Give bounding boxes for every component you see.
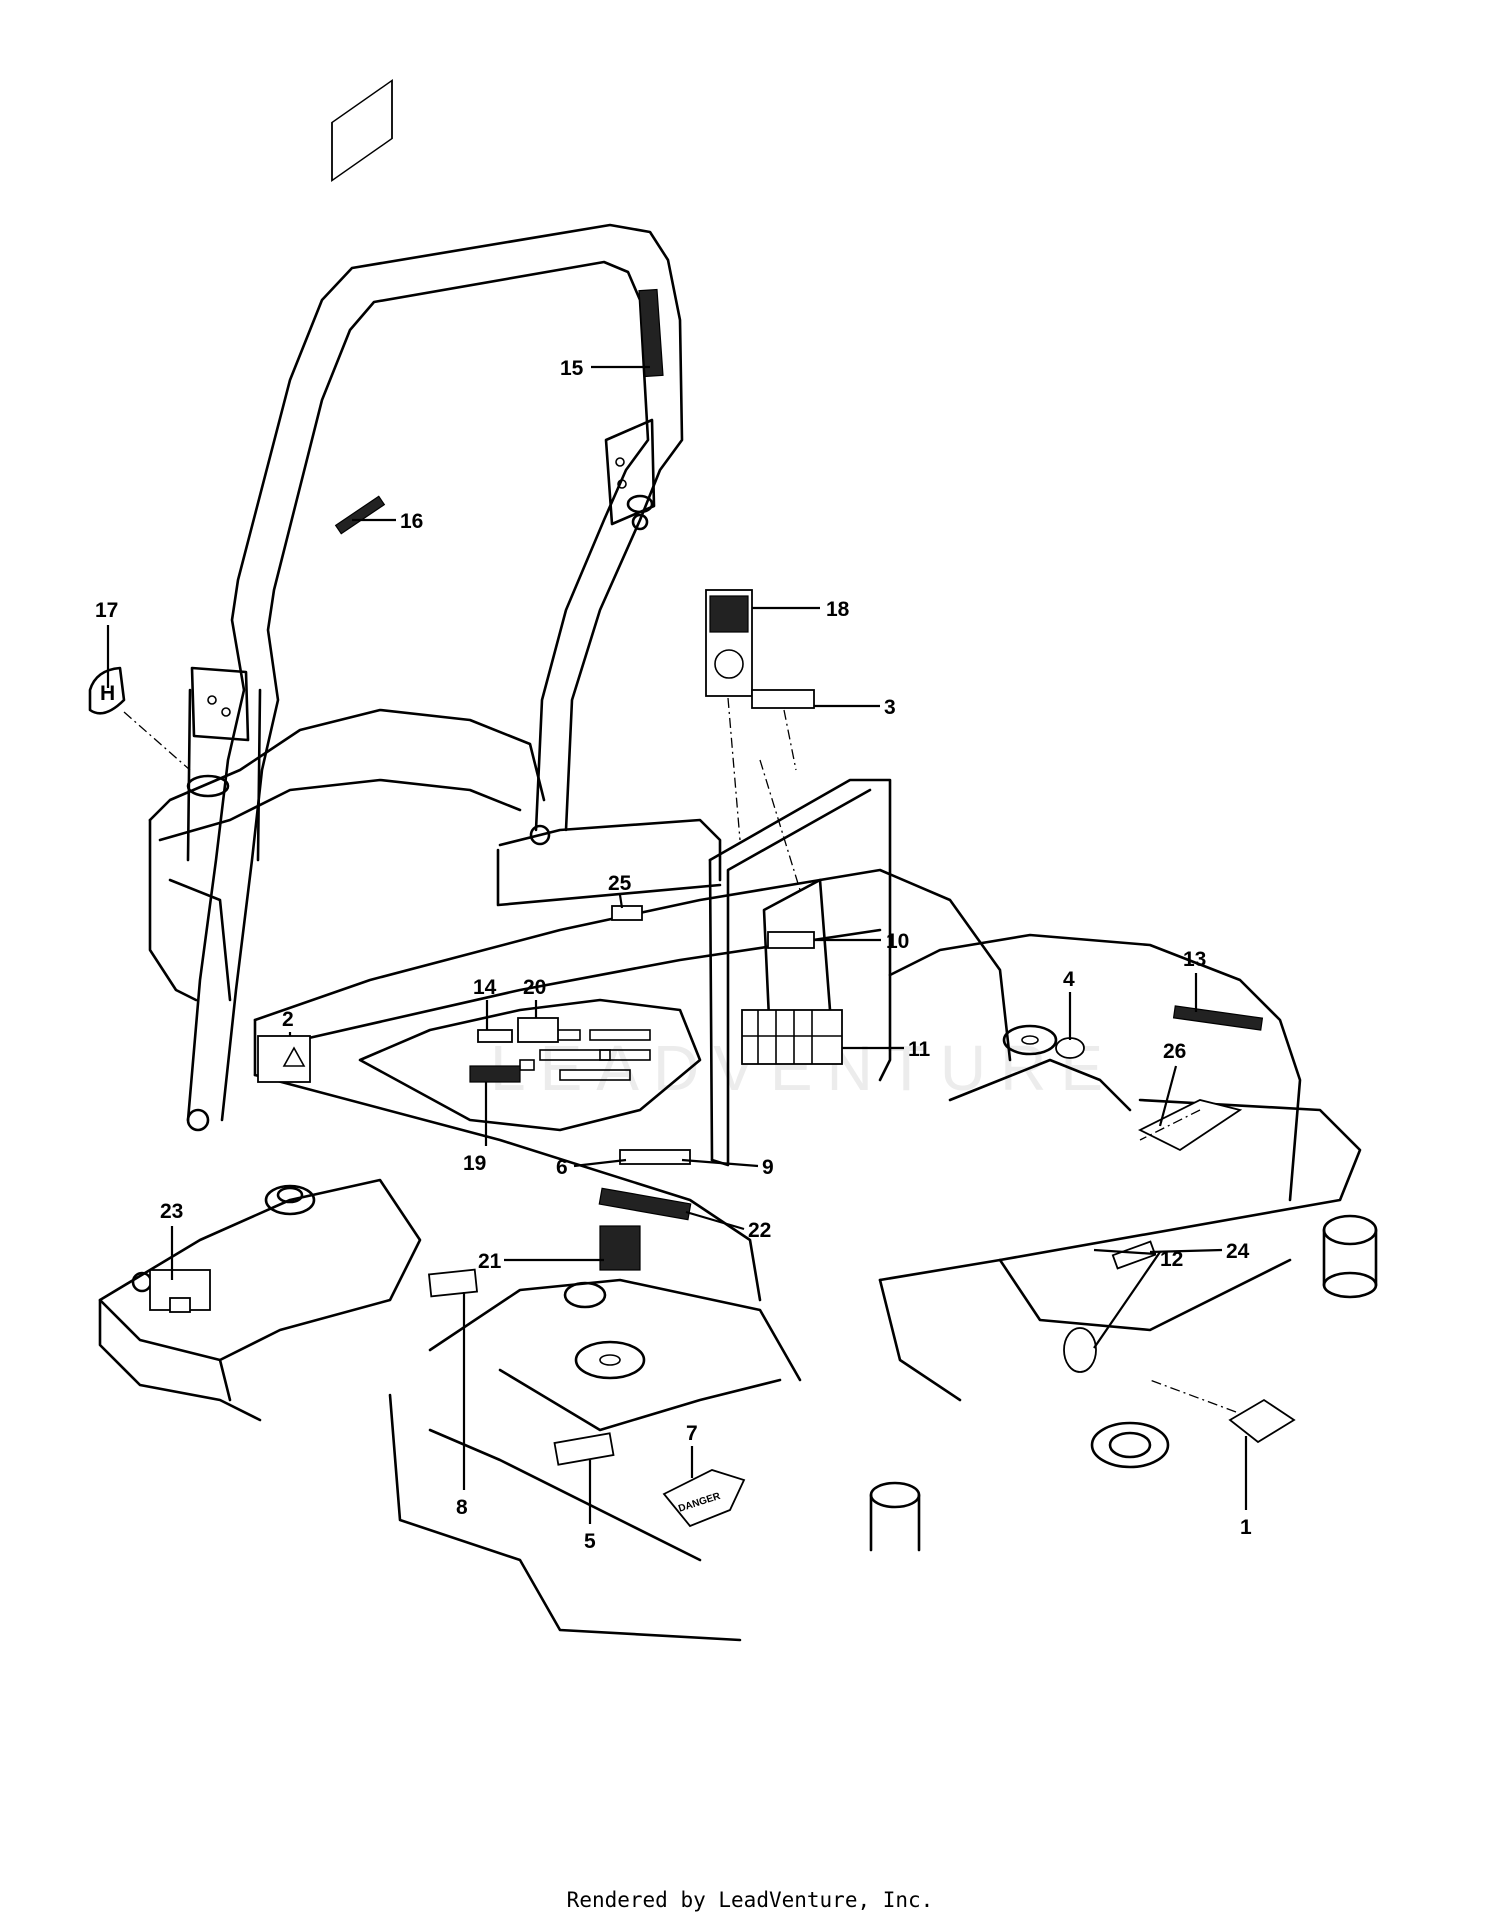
callout-numbers: 15 16 17 18 3 25 20 10 4 13 14 11 2 26 1…	[95, 357, 1252, 1553]
callout-3: 3	[884, 696, 896, 719]
decal-15-hood-stripe	[638, 288, 664, 378]
decal-26-pad	[1137, 1099, 1243, 1152]
callout-23: 23	[160, 1200, 183, 1223]
callout-12: 12	[1160, 1248, 1183, 1271]
callout-18: 18	[826, 598, 850, 621]
decal-25-label	[611, 905, 643, 921]
callout-6: 6	[556, 1156, 568, 1179]
decal-10-small-label	[767, 931, 815, 949]
decal-1-label	[1228, 1398, 1296, 1444]
callout-15: 15	[560, 357, 584, 380]
dashed-leader-lines	[123, 697, 1237, 1413]
callout-19: 19	[463, 1152, 486, 1175]
decal-6-9-label	[619, 1149, 691, 1165]
rops-roll-bar	[186, 223, 684, 1132]
decal-2-warning-label	[257, 1035, 311, 1083]
callout-1: 1	[1240, 1516, 1252, 1539]
husqvarna-crown-logo-icon: H	[100, 682, 115, 705]
decal-17-husqvarna-logo: H	[88, 666, 126, 715]
callout-26: 26	[1163, 1040, 1186, 1063]
decal-24-label	[1111, 1240, 1157, 1270]
callout-17: 17	[95, 599, 118, 622]
callout-11: 11	[908, 1038, 931, 1061]
callout-25: 25	[608, 872, 632, 895]
callout-13: 13	[1183, 948, 1206, 971]
callout-5: 5	[584, 1530, 596, 1553]
seat-mount-plate	[708, 778, 892, 1167]
mower-deck	[869, 933, 1378, 1552]
decal-16-warning-strip	[331, 78, 393, 535]
callout-9: 9	[762, 1156, 774, 1179]
left-deck-housing	[388, 1278, 802, 1642]
callout-16: 16	[400, 510, 423, 533]
left-fender	[148, 708, 546, 1002]
callout-14: 14	[473, 976, 497, 999]
decal-5-warning-label	[553, 1432, 615, 1466]
warning-triangle-icon	[282, 1046, 306, 1067]
decal-8-label	[427, 1268, 479, 1298]
callout-22: 22	[748, 1219, 771, 1242]
decal-4-round-label	[1055, 1037, 1085, 1059]
decal-19-label	[469, 1065, 521, 1083]
callout-8: 8	[456, 1496, 468, 1519]
decal-18-operator-instructions	[705, 589, 753, 697]
callout-20: 20	[523, 976, 546, 999]
callout-10: 10	[886, 930, 909, 953]
main-frame	[253, 818, 1012, 1302]
control-console	[98, 1178, 422, 1422]
leader-lines	[106, 365, 1248, 1524]
decal-3-icon-strip	[751, 689, 815, 709]
callout-7: 7	[686, 1422, 698, 1445]
decal-22-stripe	[598, 1187, 692, 1221]
decal-14-label	[477, 1029, 513, 1043]
callout-2: 2	[282, 1008, 294, 1031]
rendered-by-footer: Rendered by LeadVenture, Inc.	[566, 1888, 934, 1912]
callout-4: 4	[1063, 968, 1075, 991]
decal-20-label	[517, 1017, 559, 1043]
decal-21-grid	[599, 1225, 641, 1271]
decal-11-safety-icons	[741, 1009, 843, 1065]
decal-13-model-stripe	[1172, 1005, 1264, 1031]
callout-21: 21	[478, 1250, 502, 1273]
decal-7-danger-label: DANGER	[662, 1469, 746, 1528]
decal-12-husqvarna-logo	[1063, 1327, 1097, 1373]
callout-24: 24	[1226, 1240, 1250, 1263]
